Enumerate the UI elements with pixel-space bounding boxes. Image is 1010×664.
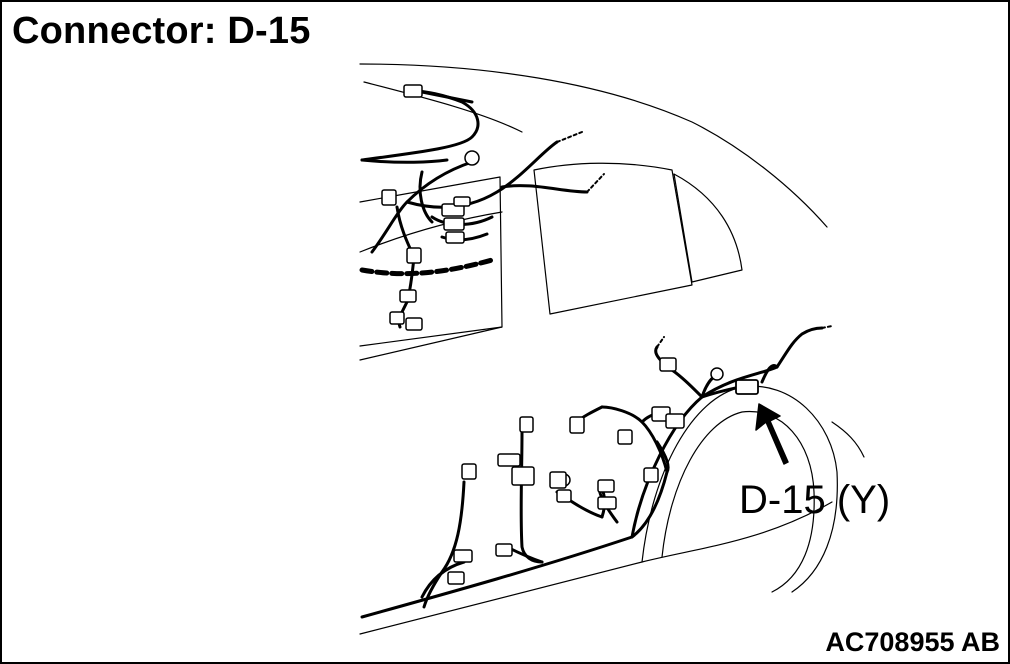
diagram-title: Connector: D-15	[12, 10, 311, 52]
lower-harness	[360, 326, 824, 619]
lower-connectors	[447, 357, 724, 585]
upper-harness-end-2	[556, 131, 583, 143]
lower-harness-end-2	[656, 336, 665, 348]
upper-connectors	[381, 84, 480, 331]
connector-callout-label: D-15 (Y)	[739, 478, 891, 522]
lower-harness-end	[821, 325, 833, 329]
upper-harness-end	[586, 173, 605, 193]
upper-harness-tube	[359, 257, 495, 277]
d15-connector	[735, 379, 759, 395]
figure-id: AC708955 AB	[825, 627, 1000, 657]
callout-arrow	[755, 403, 789, 465]
car-body-outline	[359, 63, 865, 635]
upper-harness	[360, 88, 589, 329]
